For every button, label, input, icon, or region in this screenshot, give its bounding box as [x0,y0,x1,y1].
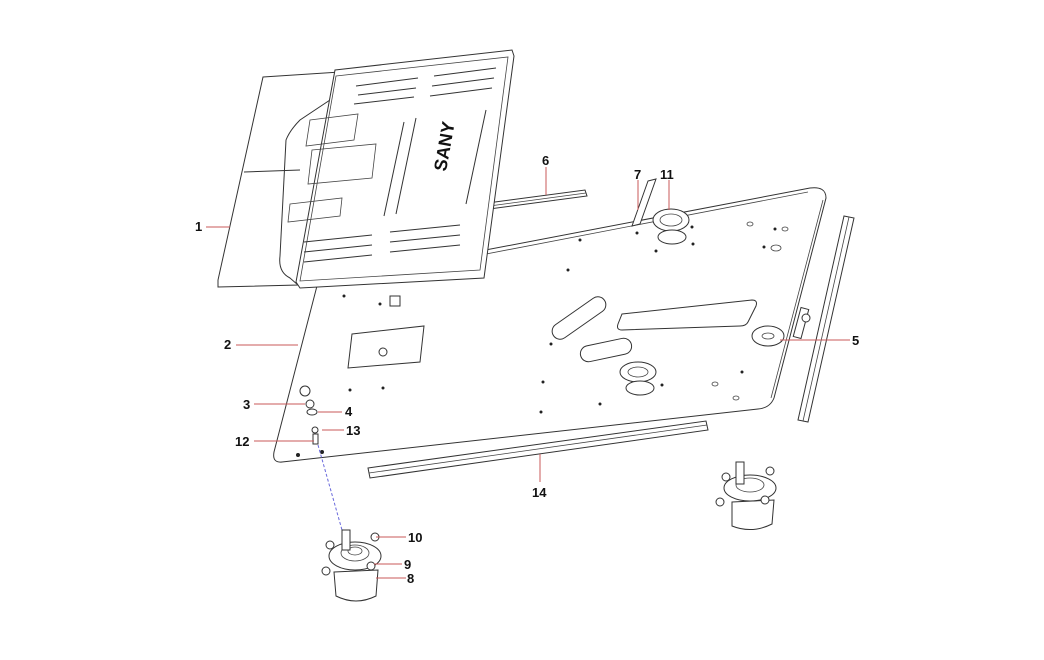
callout-5: 5 [852,333,859,348]
part-rubber-strip-front [367,420,709,479]
callout-7: 7 [634,167,641,182]
callout-4: 4 [345,404,353,419]
callout-3: 3 [243,397,250,412]
cover-slots [303,67,497,263]
part-base-plate [273,187,827,463]
part-fastener-stack [299,385,343,531]
callout-10: 10 [408,530,422,545]
callout-9: 9 [404,557,411,572]
part-bracket [792,306,811,340]
part-grommet [652,208,690,245]
callout-13: 13 [346,423,360,438]
part-rubber-strip-rear [479,189,588,211]
leader-lines [206,167,850,579]
callout-12: 12 [235,434,249,449]
callout-labels: 1 2 3 4 5 6 7 8 9 10 11 12 13 14 [195,153,859,586]
callout-11: 11 [660,167,674,182]
callout-14: 14 [532,485,547,500]
callout-2: 2 [224,337,231,352]
callout-8: 8 [407,571,414,586]
part-mount-right [715,461,777,530]
part-short-strip [631,178,657,227]
part-cover-plate: SANY [217,49,515,289]
mounting-holes [296,221,789,457]
part-side-strip [797,215,855,423]
callout-6: 6 [542,153,549,168]
callout-1: 1 [195,219,202,234]
part-mount-left [321,529,382,602]
